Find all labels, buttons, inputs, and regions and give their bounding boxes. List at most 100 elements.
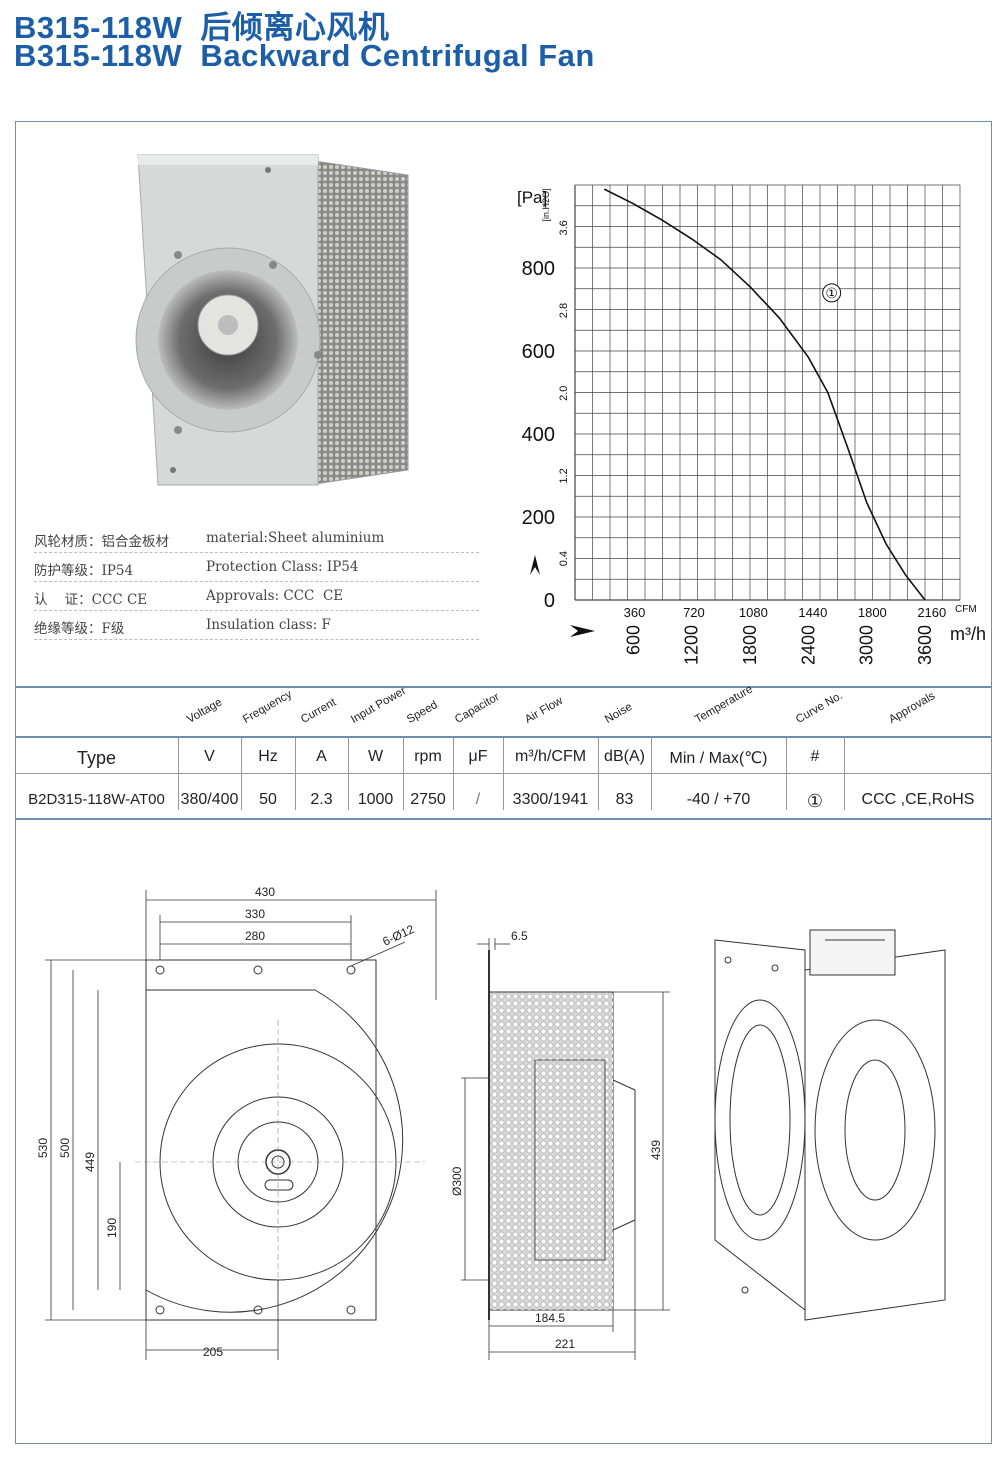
series-curve — [603, 188, 926, 601]
front-view: 430 330 280 6-Ø12 530 500 449 190 205 — [36, 885, 437, 1360]
col-divider — [598, 738, 599, 810]
x-tick-cfm: 720 — [683, 605, 705, 620]
x-unit-m3h: m³/h — [950, 624, 986, 644]
dim-184-5: 184.5 — [535, 1311, 565, 1325]
unit-speed: rpm — [414, 748, 442, 765]
x-tick-m3h: 1200 — [682, 625, 702, 665]
value-capacitor: / — [475, 791, 481, 808]
spec-en: Insulation class: F — [206, 617, 331, 633]
col-divider — [295, 738, 296, 810]
datasheet-frame — [15, 121, 992, 1444]
x-tick-m3h: 1800 — [740, 625, 760, 665]
title-english: B315-118W Backward Centrifugal Fan — [14, 38, 595, 73]
dim-205: 205 — [203, 1345, 223, 1359]
col-divider — [453, 738, 454, 810]
col-divider — [786, 738, 787, 810]
table-bottom-rule — [15, 818, 992, 820]
value-voltage: 380/400 — [180, 791, 239, 808]
unit-type: Type — [76, 748, 117, 768]
spec-cn: 风轮材质：铝合金板材 — [34, 534, 169, 550]
col-divider — [651, 738, 652, 810]
unit-curve: # — [810, 748, 820, 765]
value-speed: 2750 — [410, 791, 446, 808]
x-unit-cfm: CFM — [955, 604, 977, 615]
value-temp: -40 / +70 — [686, 791, 751, 808]
unit-capacitor: μF — [468, 748, 488, 765]
value-current: 2.3 — [310, 791, 333, 808]
header-noise: Noise — [603, 700, 635, 726]
unit-temp: Min / Max(℃) — [669, 750, 768, 767]
unit-noise: dB(A) — [604, 748, 645, 765]
header-frequency: Frequency — [241, 688, 295, 726]
curve-label: ① — [825, 286, 838, 302]
x-tick-cfm: 1080 — [739, 605, 768, 620]
x-tick-m3h: 3600 — [915, 625, 935, 665]
dim-449: 449 — [83, 1152, 97, 1172]
unit-current: A — [316, 748, 327, 765]
dim-430: 430 — [255, 885, 275, 899]
unit-airflow: m³/h/CFM — [514, 748, 587, 765]
y-tick-pa: 600 — [522, 341, 555, 363]
spec-row-protection: 防护等级：IP54 Protection Class: IP54 — [34, 553, 479, 582]
x-tick-cfm: 2160 — [917, 605, 946, 620]
y-axis-arrow — [530, 555, 540, 575]
col-divider — [844, 738, 845, 810]
header-capacitor: Capacitor — [453, 690, 502, 726]
value-noise: 83 — [615, 791, 634, 808]
y-tick-pa: 0 — [544, 590, 555, 612]
y-tick-pa: 800 — [522, 258, 555, 280]
spec-en: Approvals: CCC CE — [206, 588, 344, 604]
dim-d300: Ø300 — [450, 1166, 464, 1196]
x-tick-m3h: 3000 — [857, 625, 877, 665]
header-air-flow: Air Flow — [523, 694, 565, 726]
y-tick-inh2o: 2.8 — [558, 303, 570, 318]
value-approvals: CCC ,CE,RoHS — [861, 791, 975, 808]
unit-power: W — [367, 748, 384, 765]
dimension-drawings: 430 330 280 6-Ø12 530 500 449 190 205 6.… — [36, 885, 946, 1360]
col-divider — [241, 738, 242, 810]
y-unit-pa: [Pa] — [517, 188, 547, 207]
header-voltage: Voltage — [185, 696, 225, 726]
spec-cn: 认 证：CCC CE — [34, 592, 148, 608]
dim-330: 330 — [245, 907, 265, 921]
spec-en: material:Sheet aluminium — [206, 530, 385, 546]
y-tick-inh2o: 0.4 — [558, 551, 570, 566]
curve-label-circle — [822, 283, 842, 303]
product-photo — [135, 154, 409, 486]
value-airflow: 3300/1941 — [512, 791, 589, 808]
y-unit-inh2o: [in.H2O] — [541, 188, 551, 221]
isometric-view — [714, 929, 946, 1321]
header-current: Current — [299, 696, 339, 726]
value-frequency: 50 — [259, 791, 277, 808]
header-approvals: Approvals — [887, 690, 938, 726]
y-tick-inh2o: 2.0 — [558, 386, 570, 401]
col-divider — [503, 738, 504, 810]
title-chinese: B315-118W 后倾离心风机 — [14, 10, 390, 45]
y-tick-pa: 200 — [522, 507, 555, 529]
header-curve-no: Curve No. — [794, 689, 845, 726]
x-tick-cfm: 360 — [624, 605, 646, 620]
x-tick-cfm: 1440 — [798, 605, 827, 620]
col-divider — [403, 738, 404, 810]
spec-cn: 绝缘等级：F级 — [34, 621, 125, 637]
header-input-power: Input Power — [349, 684, 409, 726]
col-divider — [348, 738, 349, 810]
col-divider — [178, 738, 179, 810]
dim-6-5: 6.5 — [511, 929, 528, 943]
x-tick-cfm: 1800 — [858, 605, 887, 620]
spec-row-approvals: 认 证：CCC CE Approvals: CCC CE — [34, 582, 479, 611]
dim-190: 190 — [105, 1218, 119, 1238]
unit-voltage: V — [204, 748, 215, 765]
spec-row-insulation: 绝缘等级：F级 Insulation class: F — [34, 611, 479, 640]
x-axis-arrow — [570, 625, 595, 637]
table-top-rule — [15, 686, 992, 688]
side-view: 6.5 Ø300 439 184.5 221 — [450, 929, 670, 1360]
x-tick-m3h: 600 — [623, 625, 643, 655]
spec-table: Voltage Frequency Current Input Power Sp… — [15, 683, 992, 826]
dim-280: 280 — [245, 929, 265, 943]
header-temperature: Temperature — [693, 683, 755, 726]
x-tick-m3h: 2400 — [798, 625, 818, 665]
spec-en: Protection Class: IP54 — [206, 559, 359, 575]
dim-439: 439 — [649, 1140, 663, 1160]
unit-frequency: Hz — [258, 748, 278, 765]
